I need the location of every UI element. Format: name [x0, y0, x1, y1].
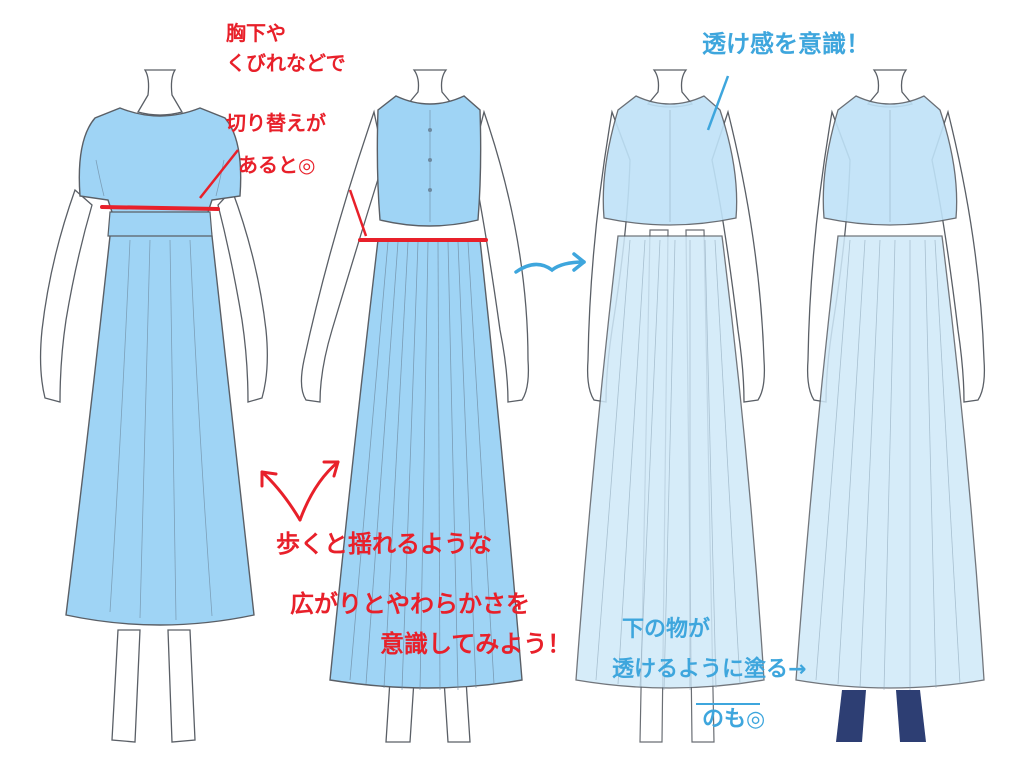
sway-arrows: [260, 460, 340, 522]
figure-puff-sleeve-dress: [39, 69, 268, 743]
waist-note: 胸下や くびれなどで 切り替えが あると◎: [226, 21, 353, 177]
puff-dress: [65, 107, 255, 626]
underlay-note: 下の物が 透けるように塗る→ のも◎: [612, 616, 814, 732]
transition-arrow: [514, 260, 586, 274]
pleated-skirt: [329, 239, 523, 689]
figure-sheer-dress-underlay: [795, 69, 986, 742]
figure-pleated-dress: [300, 69, 530, 743]
underlay-boot-left: [836, 690, 866, 742]
sway-note: 歩くと揺れるような 広がりとやわらかさを 意識してみよう！: [276, 530, 571, 658]
figure-sheer-dress: [575, 69, 766, 743]
sheer-note: 透け感を意識！: [702, 30, 870, 58]
underlay-boot-right: [896, 690, 926, 742]
sheer-skirt: [575, 235, 765, 689]
